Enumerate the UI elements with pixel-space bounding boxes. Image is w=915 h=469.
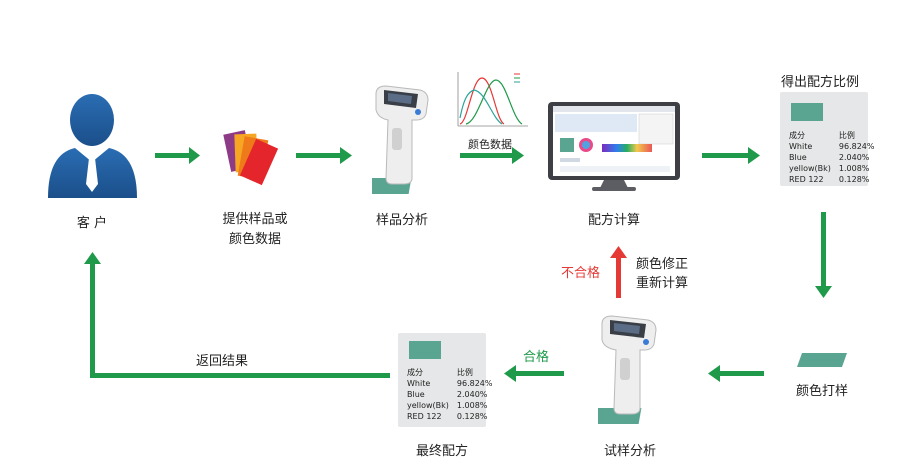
return-label: 返回结果 [196, 354, 249, 369]
color-cards-icon [223, 130, 279, 186]
arrow-down [815, 212, 832, 298]
calc-label: 配方计算 [587, 213, 640, 228]
arrow-right [296, 147, 352, 164]
provide-label-1: 提供样品或 [222, 212, 288, 227]
recalc-label-1: 颜色修正 [636, 257, 689, 272]
spectrophotometer-icon [372, 85, 429, 194]
final-label: 最终配方 [415, 444, 468, 459]
header-cell: 成分 [789, 131, 805, 140]
trial-label: 试样分析 [603, 444, 656, 459]
color-data-label: 颜色数据 [468, 138, 512, 151]
table-row: yellow(Bk)1.008% [407, 401, 488, 410]
color-swatch [409, 341, 441, 359]
proof-swatch-icon [797, 353, 847, 367]
spectrophotometer-icon [598, 315, 657, 424]
proof-label: 颜色打样 [795, 384, 848, 399]
table-row: yellow(Bk)1.008% [789, 164, 870, 173]
monitor-icon [548, 102, 680, 191]
color-swatch [791, 103, 823, 121]
provide-label-2: 颜色数据 [228, 232, 281, 247]
get-ratio-label: 得出配方比例 [781, 75, 860, 90]
spectral-curve-chart [457, 72, 528, 127]
arrow-right [460, 147, 524, 164]
header-cell: 成分 [407, 368, 423, 377]
customer-label: 客 户 [76, 216, 108, 231]
pass-label: 合格 [523, 350, 550, 365]
arrow-left [708, 365, 764, 382]
arrow-up-red [610, 246, 627, 298]
return-arrow [84, 252, 390, 378]
analyze-label: 样品分析 [375, 213, 428, 228]
arrow-left [504, 365, 564, 382]
header-cell: 比例 [456, 368, 473, 377]
arrow-right [155, 147, 200, 164]
recalc-label-2: 重新计算 [636, 276, 689, 291]
fail-label: 不合格 [561, 266, 601, 281]
header-cell: 比例 [838, 131, 855, 140]
arrow-right [702, 147, 760, 164]
customer-icon [48, 94, 137, 198]
